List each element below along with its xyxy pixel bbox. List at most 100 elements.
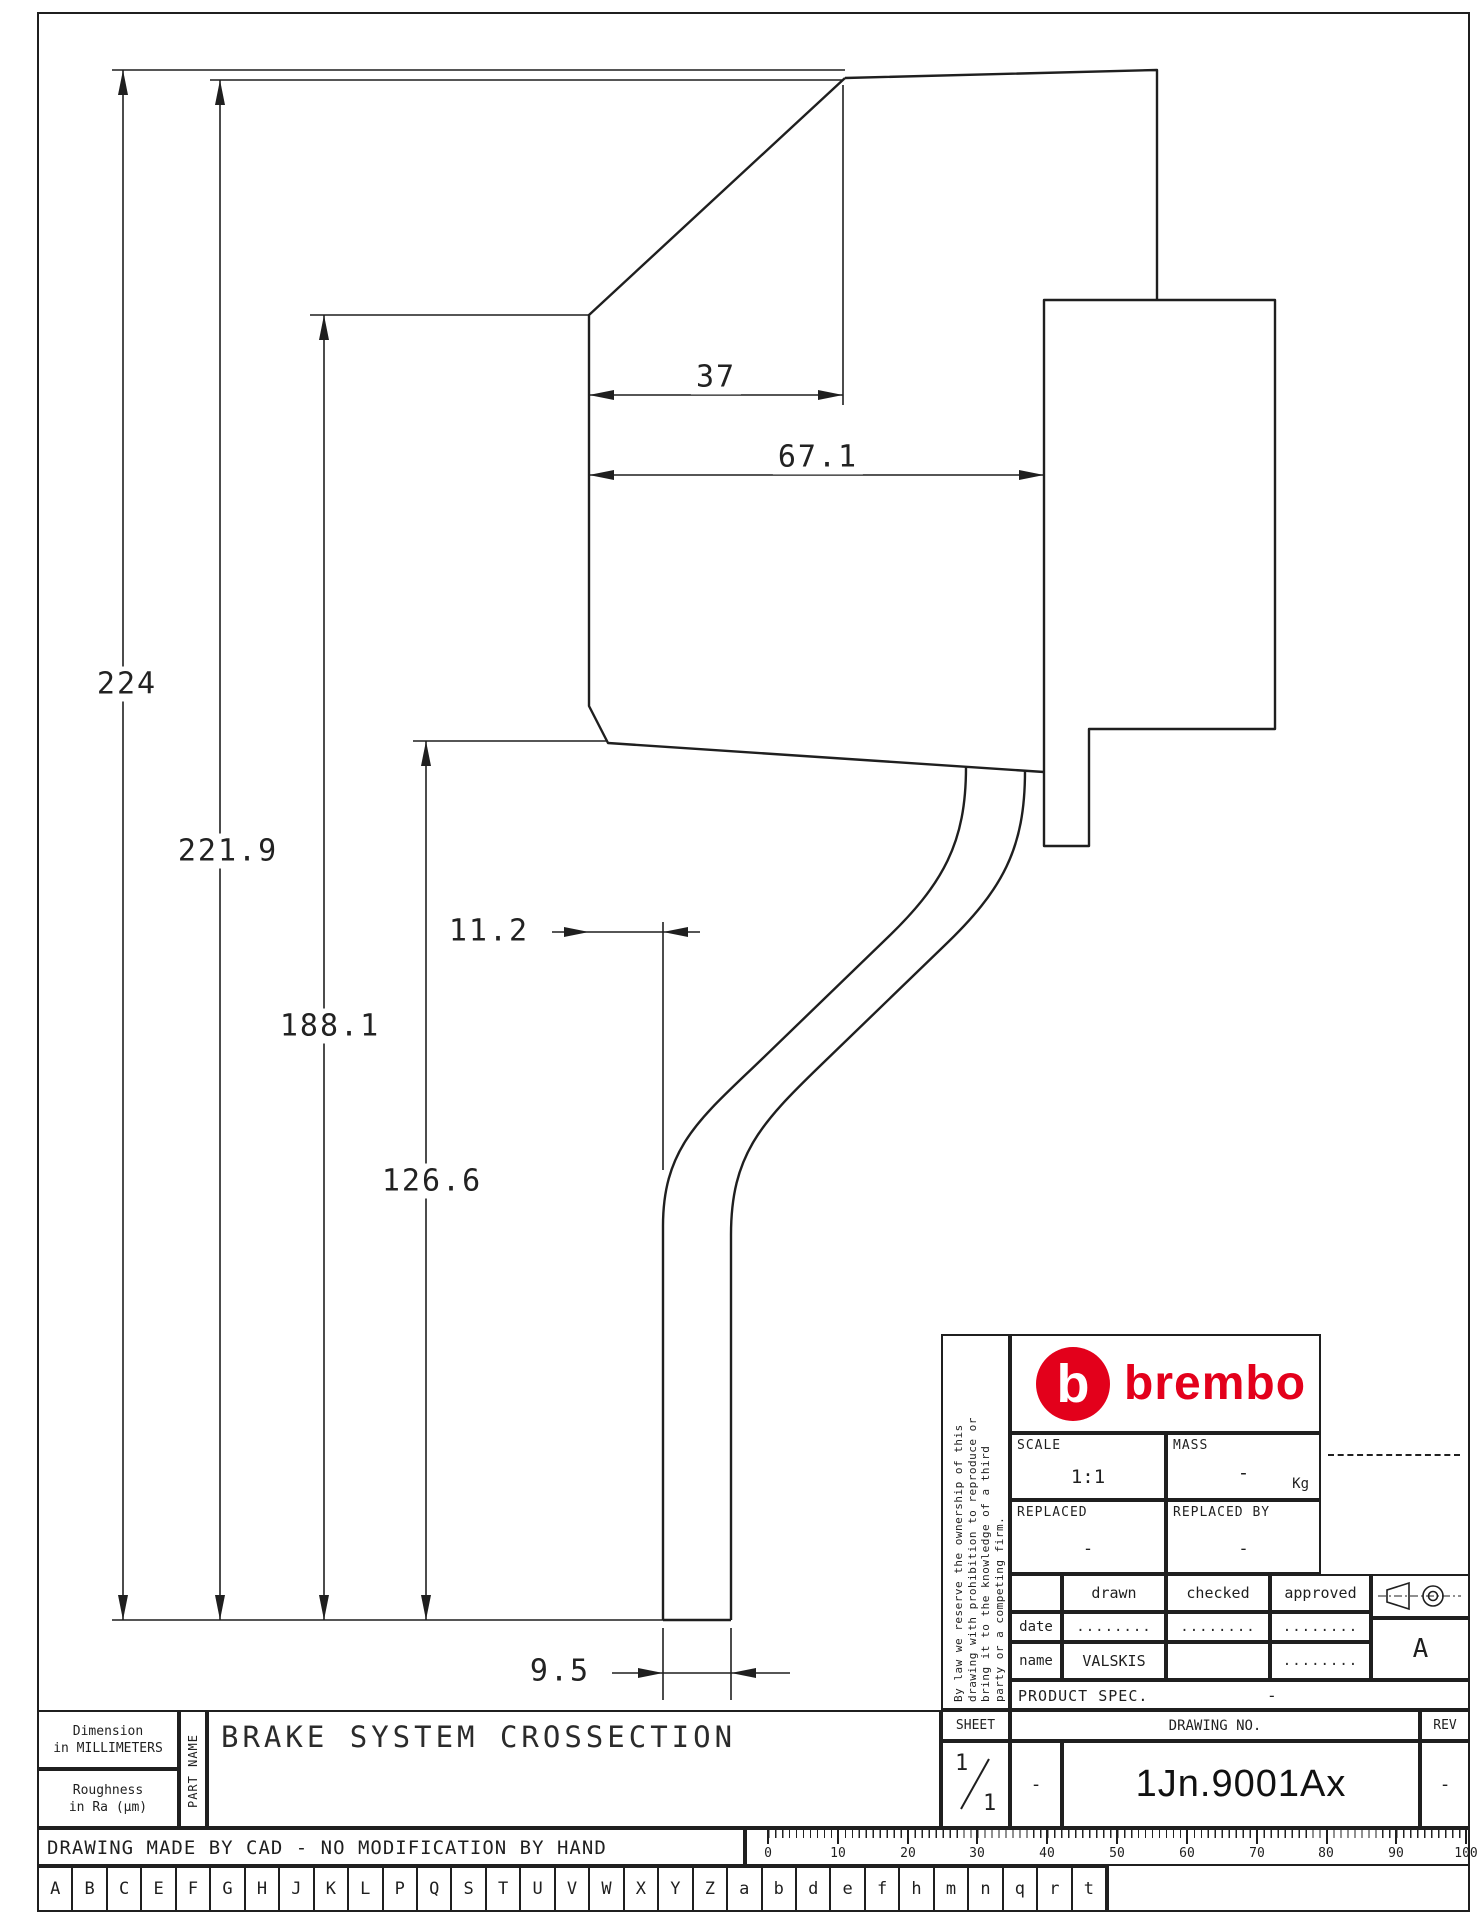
rev-header-cell: REV xyxy=(1420,1710,1470,1741)
roughness-note-line2: in Ra (µm) xyxy=(68,1799,148,1815)
brand-box: b brembo xyxy=(1010,1334,1321,1433)
ruler-number: 50 xyxy=(1109,1846,1125,1861)
drawing-no-header-cell: DRAWING NO. xyxy=(1010,1710,1420,1741)
dim-9-5-label: 9.5 xyxy=(524,1653,596,1689)
dimension-note-line2: in MILLIMETERS xyxy=(53,1740,163,1756)
product-spec-label: PRODUCT SPEC. xyxy=(1018,1687,1149,1705)
date-checked-cell: ........ xyxy=(1166,1612,1270,1642)
ruler-tick xyxy=(976,1830,978,1844)
rev-header: REV xyxy=(1433,1718,1457,1733)
approved-header: approved xyxy=(1284,1584,1357,1602)
grid-letter: q xyxy=(1004,1868,1039,1910)
date-approved-cell: ........ xyxy=(1270,1612,1371,1642)
ruler-number: 60 xyxy=(1179,1846,1195,1861)
legal-line-3: bring it to the knowledge of a third xyxy=(979,1445,992,1702)
replaced-label: REPLACED xyxy=(1017,1505,1088,1520)
ruler-tick xyxy=(1186,1830,1188,1844)
replaced-by-label: REPLACED BY xyxy=(1173,1505,1271,1520)
format-letter-cell: A xyxy=(1371,1618,1470,1680)
ruler-tick xyxy=(1116,1830,1118,1844)
grid-letter: b xyxy=(763,1868,797,1910)
sheet-value-cell: 1 1 xyxy=(941,1741,1010,1828)
grid-letter: F xyxy=(177,1868,212,1910)
brembo-wordmark: brembo xyxy=(1124,1357,1307,1410)
ruler-number: 10 xyxy=(830,1846,846,1861)
part-name: BRAKE SYSTEM CROSSECTION xyxy=(221,1720,737,1754)
part-outline xyxy=(587,68,1277,1622)
ruler-number: 30 xyxy=(969,1846,985,1861)
ruler-number: 20 xyxy=(900,1846,916,1861)
rev-value-cell: - xyxy=(1420,1741,1470,1828)
grid-letter: S xyxy=(452,1868,487,1910)
mass-unit: Kg xyxy=(1292,1476,1309,1492)
replaced-value: - xyxy=(1082,1539,1094,1559)
dim-37-label: 37 xyxy=(690,359,742,395)
grid-letter: B xyxy=(73,1868,108,1910)
ruler-number: 40 xyxy=(1039,1846,1055,1861)
mass-value: - xyxy=(1237,1461,1250,1484)
cad-note: DRAWING MADE BY CAD - NO MODIFICATION BY… xyxy=(47,1837,607,1859)
dimension-arrows xyxy=(118,70,1044,1678)
date-approved-value: ........ xyxy=(1282,1619,1359,1635)
ruler-tick xyxy=(767,1830,769,1844)
date-row-label: date xyxy=(1019,1619,1053,1635)
projection-symbol-cell xyxy=(1371,1574,1470,1618)
ruler-number: 90 xyxy=(1388,1846,1404,1861)
part-name-cell: BRAKE SYSTEM CROSSECTION xyxy=(207,1710,941,1828)
grid-letter: V xyxy=(556,1868,591,1910)
name-row-label-cell: name xyxy=(1010,1642,1062,1680)
grid-letter: W xyxy=(590,1868,625,1910)
ruler-tick xyxy=(1046,1830,1048,1844)
ruler-number: 70 xyxy=(1249,1846,1265,1861)
name-checked-cell xyxy=(1166,1642,1270,1680)
grid-letter: T xyxy=(487,1868,522,1910)
grid-letter: h xyxy=(900,1868,935,1910)
projection-symbol-icon xyxy=(1378,1581,1461,1611)
ruler-number: 100 xyxy=(1454,1846,1478,1861)
cad-note-cell: DRAWING MADE BY CAD - NO MODIFICATION BY… xyxy=(37,1828,745,1866)
dim-126-6-label: 126.6 xyxy=(376,1163,488,1199)
rev-value: - xyxy=(1439,1774,1451,1795)
grid-letter: Z xyxy=(694,1868,729,1910)
phantom-line xyxy=(1328,1454,1460,1456)
legal-line-4: party or a competing firm. xyxy=(992,1516,1006,1702)
grid-letter: d xyxy=(797,1868,832,1910)
ruler-tick xyxy=(1256,1830,1258,1844)
dim-67-1-label: 67.1 xyxy=(772,439,864,475)
grid-letter: r xyxy=(1038,1868,1073,1910)
name-drawn-cell: VALSKIS xyxy=(1062,1642,1166,1680)
roughness-note-line1: Roughness xyxy=(72,1782,144,1798)
scale-value: 1:1 xyxy=(1070,1465,1106,1488)
sheet-numerator: 1 xyxy=(955,1751,969,1776)
replaced-cell: REPLACED - xyxy=(1010,1500,1166,1574)
name-approved-cell: ........ xyxy=(1270,1642,1371,1680)
dim-11-2-label: 11.2 xyxy=(443,913,535,949)
product-spec-cell: PRODUCT SPEC. - xyxy=(1010,1680,1470,1710)
grid-letter: C xyxy=(108,1868,143,1910)
part-name-label-cell: PART NAME xyxy=(179,1710,207,1828)
brembo-icon-letter: b xyxy=(1057,1354,1090,1414)
ruler-tick xyxy=(907,1830,909,1844)
grid-letter: t xyxy=(1073,1868,1108,1910)
dim-224-label: 224 xyxy=(91,666,163,702)
date-row-label-cell: date xyxy=(1010,1612,1062,1642)
drawing-no-value: 1Jn.9001Ax xyxy=(1135,1763,1347,1805)
grid-letter: E xyxy=(142,1868,177,1910)
ruler-tick xyxy=(1395,1830,1397,1844)
date-drawn-cell: ........ xyxy=(1062,1612,1166,1642)
drawn-header-cell: drawn xyxy=(1062,1574,1166,1612)
date-checked-value: ........ xyxy=(1180,1619,1256,1635)
drawing-no-header: DRAWING NO. xyxy=(1168,1717,1262,1734)
grid-letter: H xyxy=(246,1868,281,1910)
grid-letter: n xyxy=(969,1868,1004,1910)
grid-letter: a xyxy=(728,1868,763,1910)
name-approved-value: ........ xyxy=(1282,1653,1359,1669)
ruler: 0 10 20 30 40 50 60 70 80 90 100 xyxy=(745,1828,1478,1866)
replaced-by-value: - xyxy=(1238,1539,1249,1559)
ruler-tick xyxy=(837,1830,839,1844)
scale-cell: SCALE 1:1 xyxy=(1010,1433,1166,1500)
dimension-lines xyxy=(122,70,1044,1674)
legal-notice-box: By law we reserve the ownership of this … xyxy=(941,1334,1010,1710)
sheet-denominator: 1 xyxy=(983,1791,997,1816)
drawn-header: drawn xyxy=(1091,1584,1137,1602)
